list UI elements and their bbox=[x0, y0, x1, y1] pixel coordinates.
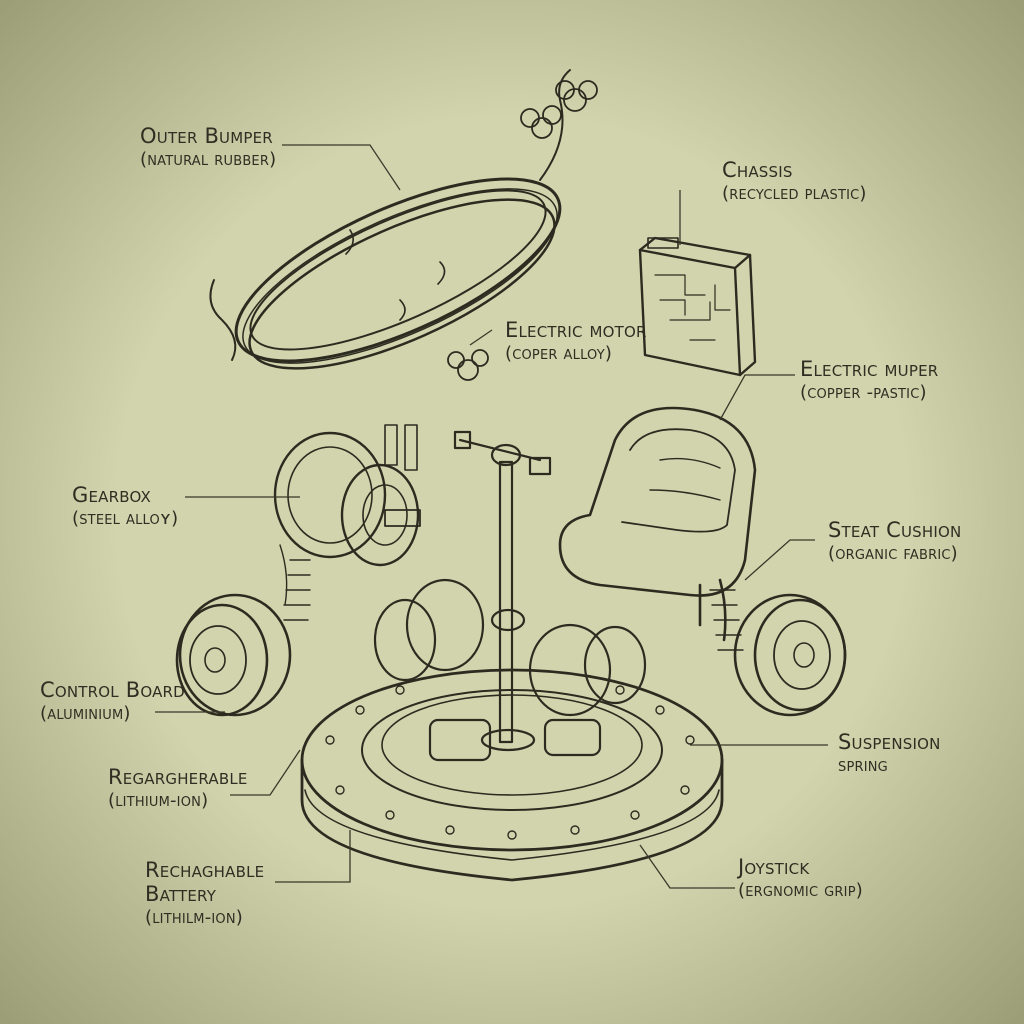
left-wheel-drawing bbox=[175, 593, 292, 717]
joystick-drawing bbox=[453, 430, 552, 752]
label-chassis-material: (recycled plastic) bbox=[722, 183, 867, 204]
label-suspension-material: spring bbox=[838, 755, 888, 776]
label-suspension: Suspension spring bbox=[838, 730, 941, 778]
label-steat-cushion: Steat Cushion (organic fabric) bbox=[828, 518, 961, 566]
label-rechaghable-battery-material: (lithilm-ion) bbox=[145, 907, 244, 928]
label-electric-motor: Electric motor (coper alloy) bbox=[505, 318, 647, 366]
label-joystick-name: Joystick bbox=[738, 855, 810, 879]
gearbox-drawing bbox=[273, 424, 421, 621]
label-rechaghable-battery-name: Rechaghable bbox=[145, 858, 265, 882]
label-control-board-material: (aluminium) bbox=[40, 703, 131, 724]
seat-drawing bbox=[558, 406, 757, 642]
label-electric-motor-material: (coper alloy) bbox=[505, 343, 613, 364]
label-joystick: Joystick (ergnomic grip) bbox=[738, 855, 863, 903]
label-outer-bumper-name: Outer Bumper bbox=[140, 124, 273, 148]
base-drawing bbox=[300, 668, 724, 882]
label-chassis: Chassis (recycled plastic) bbox=[722, 158, 867, 206]
chassis-drawing bbox=[638, 236, 757, 377]
label-control-board-name: Control Board bbox=[40, 678, 185, 702]
label-gearbox-name: Gearbox bbox=[72, 483, 151, 507]
label-chassis-name: Chassis bbox=[722, 158, 793, 182]
outer-bumper-drawing bbox=[209, 69, 571, 370]
label-electric-muper-name: Electric muper bbox=[800, 357, 939, 381]
label-joystick-material: (ergnomic grip) bbox=[738, 880, 863, 901]
label-rechaghable-battery: Rechaghable Battery (lithilm-ion) bbox=[145, 858, 264, 930]
label-suspension-name: Suspension bbox=[838, 730, 941, 754]
label-regargherable-material: (lithium-ion) bbox=[108, 790, 209, 811]
label-regargherable: Regargherable (lithium-ion) bbox=[108, 765, 248, 813]
label-steat-cushion-material: (organic fabric) bbox=[828, 543, 958, 564]
label-rechaghable-battery-name2: Battery bbox=[145, 882, 217, 906]
label-regargherable-name: Regargherable bbox=[108, 765, 248, 789]
label-outer-bumper-material: (natural rubber) bbox=[140, 149, 277, 170]
label-electric-motor-name: Electric motor bbox=[505, 318, 647, 342]
label-gearbox: Gearbox (steel alloʏ) bbox=[72, 483, 178, 531]
label-steat-cushion-name: Steat Cushion bbox=[828, 518, 962, 542]
label-outer-bumper: Outer Bumper (natural rubber) bbox=[140, 124, 276, 172]
label-control-board: Control Board (aluminium) bbox=[40, 678, 185, 726]
leader-lines bbox=[155, 144, 828, 889]
flower-decoration bbox=[447, 80, 598, 381]
label-electric-muper-material: (copper -pastic) bbox=[800, 382, 927, 403]
right-wheel-drawing bbox=[709, 589, 847, 717]
label-electric-muper: Electric muper (copper -pastic) bbox=[800, 357, 938, 405]
label-gearbox-material: (steel alloʏ) bbox=[72, 508, 179, 529]
